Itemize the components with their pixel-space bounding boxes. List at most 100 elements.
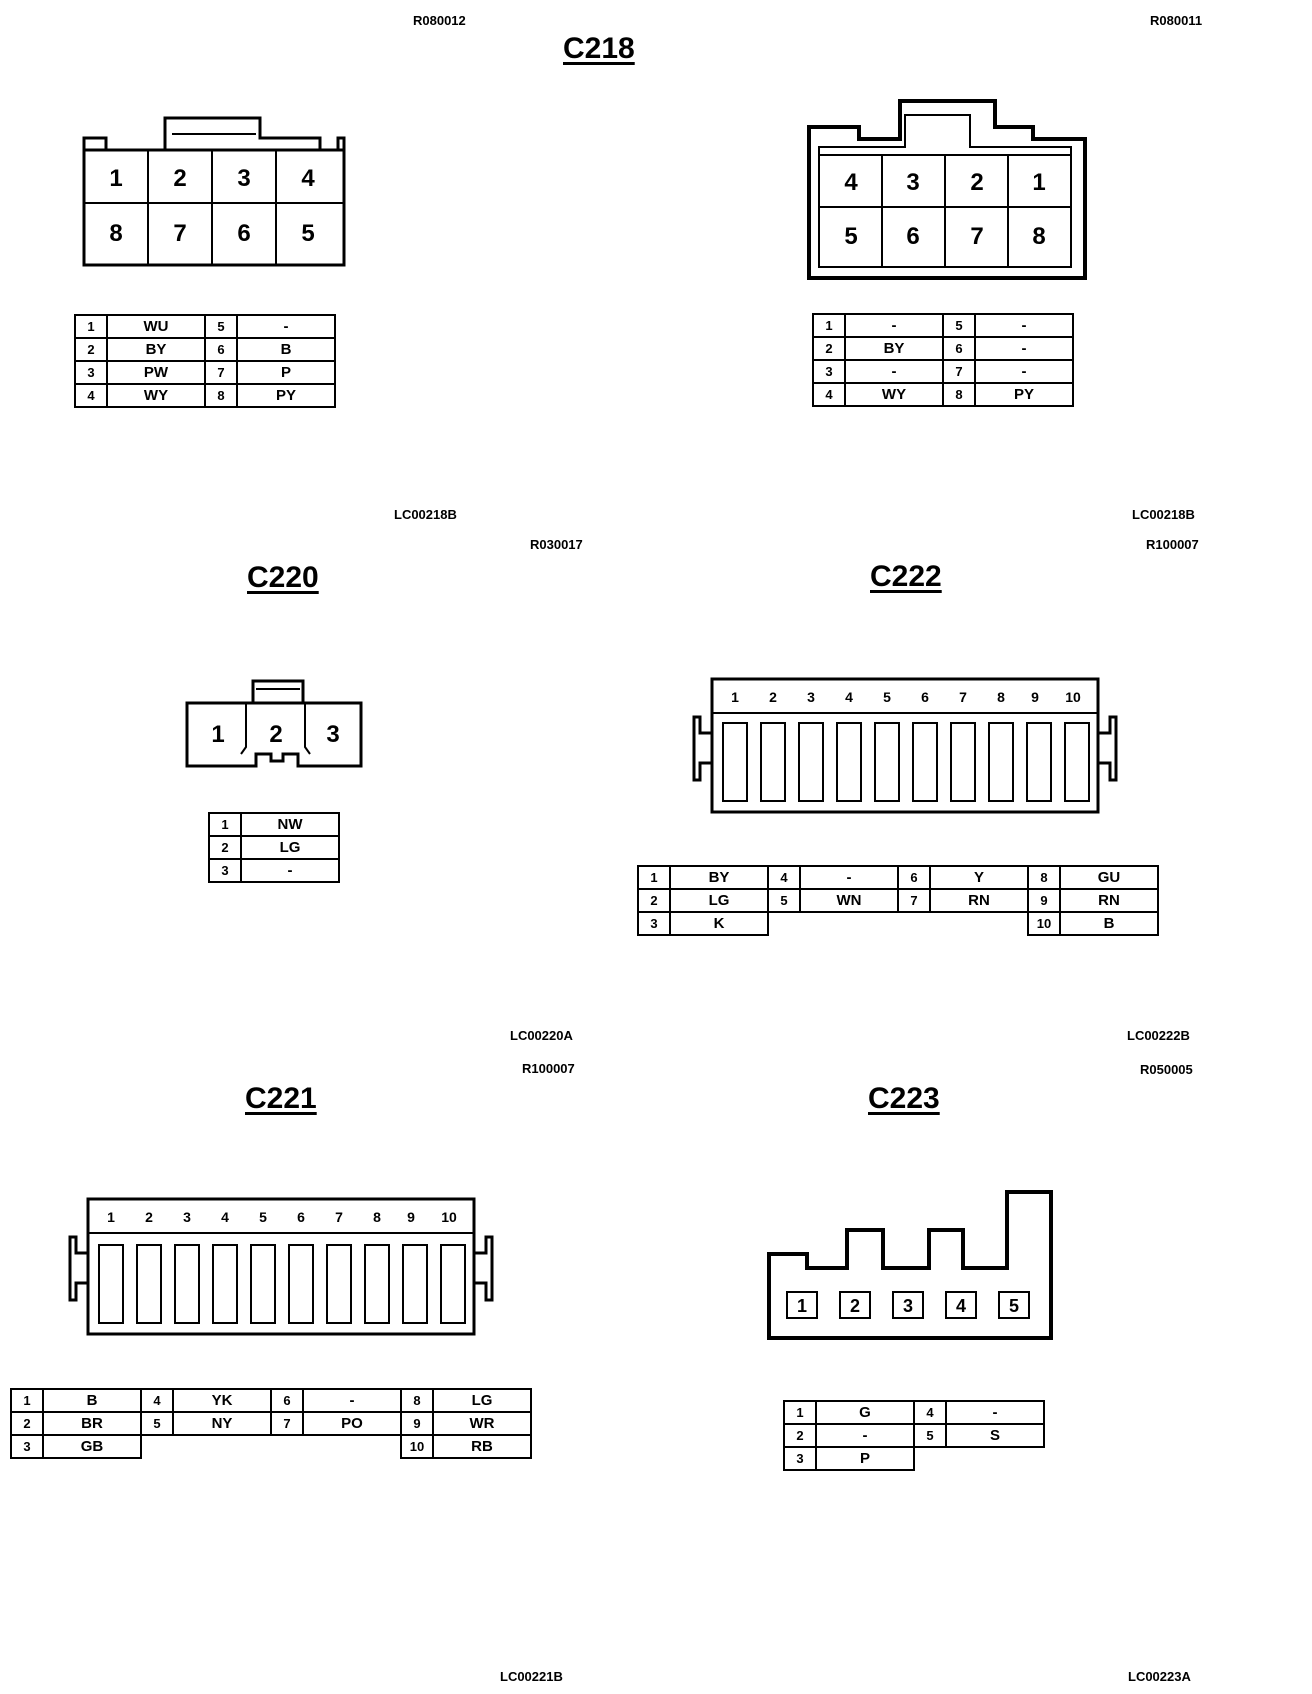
pin-label: 4 <box>301 165 315 192</box>
pin-label: 3 <box>906 169 919 196</box>
table-cell: 8 <box>942 382 976 407</box>
table-cell: B <box>236 337 336 362</box>
ref-code: LC00220A <box>510 1028 573 1043</box>
table-cell: 6 <box>204 337 238 362</box>
table-cell: LG <box>669 888 769 913</box>
table-cell: 3 <box>74 360 108 385</box>
pin-label: 3 <box>326 721 339 748</box>
pin-label: 2 <box>173 165 186 192</box>
table-cell <box>271 1435 303 1458</box>
table-cell: - <box>236 314 336 339</box>
table-cell: 2 <box>74 337 108 362</box>
table-cell: P <box>815 1446 915 1471</box>
pin-label: 5 <box>259 1209 267 1225</box>
table-cell: - <box>974 313 1074 338</box>
table-cell: WU <box>106 314 206 339</box>
pin-label: 5 <box>1009 1296 1019 1316</box>
table-cell: 5 <box>204 314 238 339</box>
table-cell: Y <box>929 865 1029 890</box>
pin-label: 1 <box>797 1296 807 1316</box>
table-cell: - <box>974 336 1074 361</box>
ref-code: R100007 <box>1146 537 1199 552</box>
table-cell: RB <box>432 1434 532 1459</box>
table-cell <box>800 912 898 935</box>
ref-code: LC00218B <box>394 507 457 522</box>
pin-label: 1 <box>731 689 739 705</box>
table-cell: G <box>815 1400 915 1425</box>
ref-code: R050005 <box>1140 1062 1193 1077</box>
pin-label: 8 <box>373 1209 381 1225</box>
table-cell: BR <box>42 1411 142 1436</box>
table-cell: 5 <box>767 888 801 913</box>
table-cell: 3 <box>812 359 846 384</box>
table-cell: 7 <box>204 360 238 385</box>
table-cell: 10 <box>1027 911 1061 936</box>
pin-label: 9 <box>1031 689 1039 705</box>
table-cell: WY <box>844 382 944 407</box>
table-cell: 2 <box>812 336 846 361</box>
pin-label: 9 <box>407 1209 415 1225</box>
pin-label: 3 <box>807 689 815 705</box>
pin-label: 1 <box>1032 169 1045 196</box>
c223-connector: 1 2 3 4 5 <box>767 1190 1053 1340</box>
table-cell: B <box>1059 911 1159 936</box>
table-cell <box>141 1435 173 1458</box>
pin-label: 6 <box>906 223 919 250</box>
table-cell: GB <box>42 1434 142 1459</box>
c222-connector: 1 2 3 4 5 6 7 8 9 10 <box>692 677 1118 814</box>
connector-title-c221: C221 <box>245 1082 317 1115</box>
pin-label: 7 <box>173 220 186 247</box>
table-cell: 1 <box>637 865 671 890</box>
table-cell: - <box>844 359 944 384</box>
table-cell: PW <box>106 360 206 385</box>
table-cell: 1 <box>10 1388 44 1413</box>
table-cell: GU <box>1059 865 1159 890</box>
table-cell: - <box>844 313 944 338</box>
pin-label: 1 <box>107 1209 115 1225</box>
table-cell: 6 <box>897 865 931 890</box>
table-cell: NW <box>240 812 340 837</box>
c220-connector: 1 2 3 <box>185 679 363 768</box>
table-cell <box>898 912 930 935</box>
pin-label: 8 <box>1032 223 1045 250</box>
table-cell <box>768 912 800 935</box>
c221-connector: 1 2 3 4 5 6 7 8 9 10 <box>68 1197 494 1336</box>
table-cell: 6 <box>942 336 976 361</box>
table-cell <box>173 1435 271 1458</box>
table-row: 1-5- <box>812 313 1074 338</box>
table-cell: LG <box>240 835 340 860</box>
table-cell: BY <box>669 865 769 890</box>
table-cell: 8 <box>204 383 238 408</box>
pin-label: 2 <box>269 721 282 748</box>
table-cell: 4 <box>767 865 801 890</box>
table-cell: 4 <box>140 1388 174 1413</box>
c218-right-connector: 4 3 2 1 5 6 7 8 <box>807 99 1087 280</box>
pin-label: 3 <box>903 1296 913 1316</box>
table-cell: K <box>669 911 769 936</box>
table-cell: NY <box>172 1411 272 1436</box>
pin-label: 7 <box>335 1209 343 1225</box>
pin-label: 6 <box>237 220 250 247</box>
table-cell: 2 <box>783 1423 817 1448</box>
connector-title-c222: C222 <box>870 560 942 593</box>
table-cell: 1 <box>74 314 108 339</box>
table-cell: - <box>240 858 340 883</box>
ref-code: LC00218B <box>1132 507 1195 522</box>
table-cell: 8 <box>1027 865 1061 890</box>
table-cell: WY <box>106 383 206 408</box>
pin-label: 4 <box>844 169 858 196</box>
table-cell: 1 <box>208 812 242 837</box>
pin-label: 4 <box>221 1209 229 1225</box>
table-cell: - <box>799 865 899 890</box>
